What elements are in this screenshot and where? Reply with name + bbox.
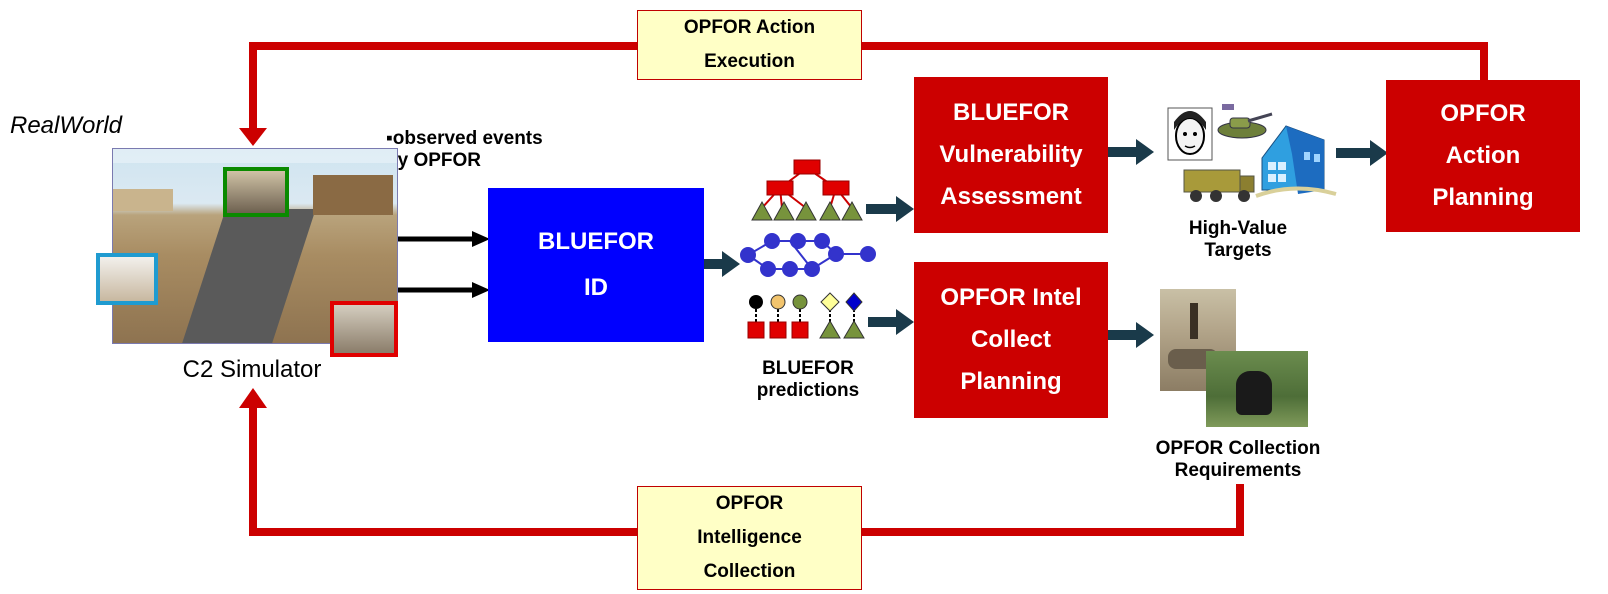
road-scene-icon: [113, 149, 397, 343]
prediction-pairs-icon: [747, 292, 865, 339]
bluefor-predictions-label: BLUEFOR predictions: [756, 358, 860, 401]
simulator-thumb-red: [330, 301, 398, 357]
simulator-thumb-green: [223, 167, 289, 217]
military-truck-icon: [1183, 169, 1255, 202]
soldier-photo-icon: [1206, 351, 1308, 427]
event-arrowhead-1: [472, 231, 490, 247]
face-sketch-icon: [1167, 107, 1213, 161]
arrow-bluefor-id-out: [704, 251, 740, 277]
arrow-to-hvt: [1108, 139, 1154, 165]
high-value-targets-graphic: [1167, 104, 1337, 202]
opfor-intelligence-collection-box: OPFOR Intelligence Collection: [637, 486, 862, 590]
real-world-label: RealWorld: [10, 112, 123, 139]
c2-simulator-label: C2 Simulator: [182, 356, 322, 383]
execution-loop-arrowhead: [239, 128, 267, 146]
opfor-collection-requirements-label: OPFOR Collection Requirements: [1155, 438, 1321, 481]
bluefor-id-box: BLUEFOR ID: [488, 188, 704, 342]
tank-icon: [1217, 104, 1273, 139]
arrow-to-vulnerability: [866, 196, 914, 222]
sequence-network-icon: [740, 233, 876, 277]
bluefor-vulnerability-assessment-box: BLUEFOR Vulnerability Assessment: [914, 77, 1108, 233]
opfor-intel-collect-planning-box: OPFOR Intel Collect Planning: [914, 262, 1108, 418]
office-building-icon: [1255, 125, 1337, 198]
arrow-to-action-planning: [1336, 140, 1388, 166]
arrow-to-collection: [1108, 322, 1154, 348]
execution-loop-line: [249, 42, 1488, 128]
high-value-targets-label: High-Value Targets: [1188, 218, 1288, 261]
tree-network-icon: [751, 159, 863, 221]
observed-events-label: ▪observed events by OPFOR: [386, 128, 543, 171]
opfor-action-execution-box: OPFOR Action Execution: [637, 10, 862, 80]
arrow-to-intel-planning: [868, 309, 914, 335]
collection-loop-arrowhead: [239, 388, 267, 408]
simulator-thumb-blue: [96, 253, 158, 305]
event-arrowhead-2: [472, 282, 490, 298]
opfor-action-planning-box: OPFOR Action Planning: [1386, 80, 1580, 232]
